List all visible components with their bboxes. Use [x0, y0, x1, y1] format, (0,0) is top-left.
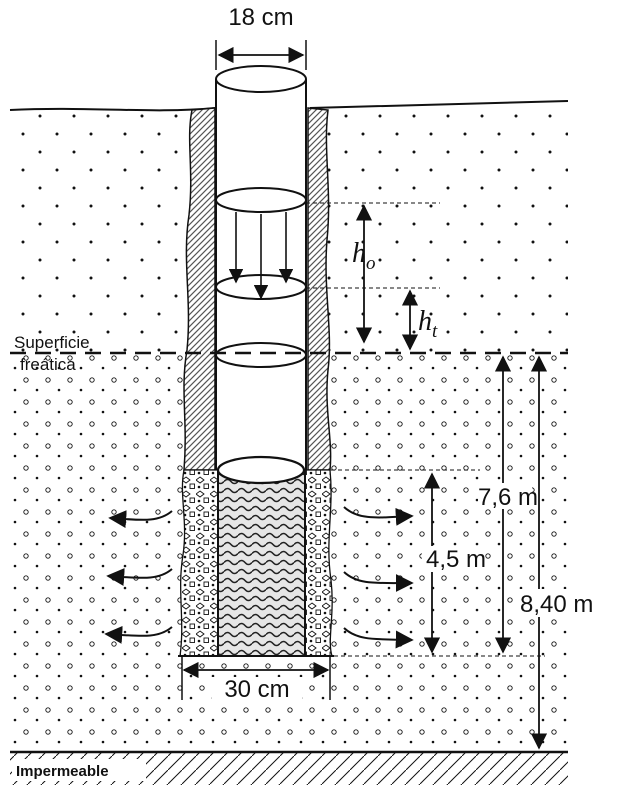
reference-lines — [306, 202, 545, 657]
screen-length-label: 4,5 m — [426, 546, 486, 573]
borehole-diameter-label: 30 cm — [224, 676, 289, 703]
depth-to-impermeable-label: 8,40 m — [520, 591, 593, 618]
water-table-level-in-pipe — [215, 342, 307, 368]
grout-seal-right — [307, 107, 332, 471]
grout-seal-left — [183, 107, 216, 471]
screen-top — [216, 455, 306, 485]
initial-water-level — [215, 187, 307, 213]
casing-top-opening — [215, 65, 307, 93]
depth-to-bottom-label: 7,6 m — [478, 484, 538, 511]
head-current-label: ht — [418, 306, 438, 342]
falling-water-arrows — [228, 212, 294, 300]
impermeable-label: Impermeable — [16, 763, 109, 780]
gravel-pack-left — [179, 469, 219, 657]
head-initial-label: ho — [352, 238, 376, 274]
screen-section — [217, 469, 306, 657]
outflow-arrows — [104, 506, 414, 649]
pipe-diameter-label: 18 cm — [228, 4, 293, 31]
gravel-pack-right — [304, 469, 333, 657]
